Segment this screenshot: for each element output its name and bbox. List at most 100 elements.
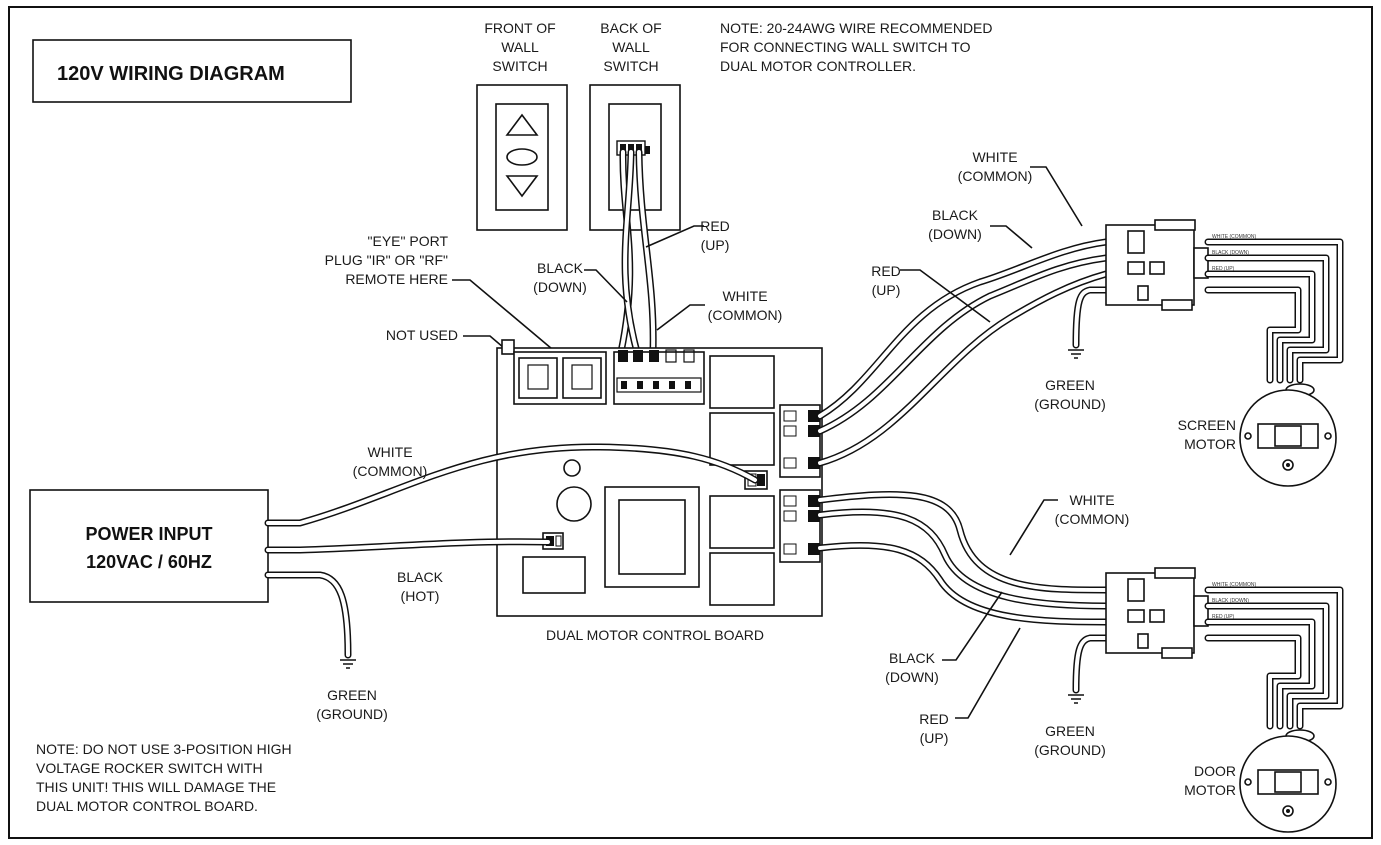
top-note: NOTE: 20-24AWG WIRE RECOMMENDED FOR CONN… xyxy=(720,20,993,74)
top-note-line2: FOR CONNECTING WALL SWITCH TO xyxy=(720,39,971,55)
door-connector-to-motor-wires xyxy=(1204,586,1344,730)
top-note-line3: DUAL MOTOR CONTROLLER. xyxy=(720,58,916,74)
svg-text:BLACK: BLACK xyxy=(397,569,444,585)
relay xyxy=(709,495,775,549)
switch-black-label: BLACK (DOWN) xyxy=(533,260,628,303)
svg-text:BLACK (DOWN): BLACK (DOWN) xyxy=(1212,250,1249,256)
front-wall-switch-label: FRONT OF WALL SWITCH xyxy=(484,20,555,74)
screen-green-label: GREEN (GROUND) xyxy=(1034,377,1106,412)
switch-white-label: WHITE (COMMON) xyxy=(656,288,783,331)
door-white-label: WHITE (COMMON) xyxy=(1009,492,1130,556)
screen-connector: WHITE (COMMON) BLACK (DOWN) RED (UP) GRE… xyxy=(1105,219,1257,311)
svg-text:RED (UP): RED (UP) xyxy=(1212,614,1235,620)
svg-text:RED: RED xyxy=(871,263,901,279)
down-arrow-icon xyxy=(505,175,539,198)
svg-text:(COMMON): (COMMON) xyxy=(353,463,428,479)
svg-text:BLACK: BLACK xyxy=(889,650,936,666)
svg-text:VOLTAGE ROCKER SWITCH WITH: VOLTAGE ROCKER SWITCH WITH xyxy=(36,760,263,776)
front-label-line2: WALL xyxy=(501,39,539,55)
svg-text:REMOTE HERE: REMOTE HERE xyxy=(345,271,448,287)
svg-text:WHITE (COMMON): WHITE (COMMON) xyxy=(1212,582,1256,588)
relay xyxy=(709,355,775,409)
stop-button-icon xyxy=(506,148,538,166)
svg-text:RED: RED xyxy=(919,711,949,727)
board-label: DUAL MOTOR CONTROL BOARD xyxy=(546,627,764,643)
svg-text:GREEN: GREEN xyxy=(1045,723,1095,739)
up-arrow-icon xyxy=(505,113,539,136)
wall-switch-front xyxy=(476,84,568,231)
screen-black-label: BLACK (DOWN) xyxy=(928,207,1033,249)
door-motor-wires xyxy=(816,490,1110,704)
svg-text:RED (UP): RED (UP) xyxy=(1212,266,1235,272)
screen-white-label: WHITE (COMMON) xyxy=(958,149,1083,227)
svg-text:NOTE: DO NOT USE 3-POSITION HI: NOTE: DO NOT USE 3-POSITION HIGH xyxy=(36,741,292,757)
led xyxy=(563,459,581,477)
svg-text:WHITE: WHITE xyxy=(972,149,1017,165)
power-white-label: WHITE (COMMON) xyxy=(353,444,428,479)
svg-text:WHITE: WHITE xyxy=(722,288,767,304)
svg-text:"EYE" PORT: "EYE" PORT xyxy=(368,233,449,249)
power-black-label: BLACK (HOT) xyxy=(397,569,444,604)
power-wires xyxy=(264,443,759,669)
outer-frame xyxy=(8,6,1373,839)
svg-text:(GROUND): (GROUND) xyxy=(1034,396,1106,412)
diagram-title: 120V WIRING DIAGRAM xyxy=(57,63,285,85)
power-input-box: POWER INPUT 120VAC / 60HZ xyxy=(29,489,269,603)
svg-text:(COMMON): (COMMON) xyxy=(708,307,783,323)
svg-text:MOTOR: MOTOR xyxy=(1184,436,1236,452)
svg-text:(DOWN): (DOWN) xyxy=(928,226,982,242)
fuse xyxy=(522,556,586,594)
svg-text:PLUG "IR" OR "RF": PLUG "IR" OR "RF" xyxy=(325,252,448,268)
svg-text:(GROUND): (GROUND) xyxy=(1034,742,1106,758)
svg-text:WHITE: WHITE xyxy=(367,444,412,460)
bottom-note: NOTE: DO NOT USE 3-POSITION HIGH VOLTAGE… xyxy=(36,741,292,814)
svg-text:(GROUND): (GROUND) xyxy=(316,706,388,722)
svg-text:DOOR: DOOR xyxy=(1194,763,1236,779)
screen-connector-to-motor-wires xyxy=(1204,238,1344,384)
svg-text:RED: RED xyxy=(700,218,730,234)
svg-text:(DOWN): (DOWN) xyxy=(533,279,587,295)
power-line1: POWER INPUT xyxy=(85,524,212,544)
back-label-line1: BACK OF xyxy=(600,20,661,36)
svg-text:WHITE: WHITE xyxy=(1069,492,1114,508)
svg-text:SCREEN: SCREEN xyxy=(1178,417,1236,433)
wall-switch-back xyxy=(589,84,681,231)
relay xyxy=(709,412,775,466)
switch-red-label: RED (UP) xyxy=(645,218,730,253)
power-line2: 120VAC / 60HZ xyxy=(86,552,212,572)
svg-text:WHITE (COMMON): WHITE (COMMON) xyxy=(1212,234,1256,240)
ground-icon xyxy=(1068,349,1084,359)
title-box: 120V WIRING DIAGRAM xyxy=(32,39,352,103)
svg-text:DUAL MOTOR CONTROL BOARD.: DUAL MOTOR CONTROL BOARD. xyxy=(36,798,258,814)
front-label-line3: SWITCH xyxy=(492,58,547,74)
svg-text:(UP): (UP) xyxy=(920,730,949,746)
front-label-line1: FRONT OF xyxy=(484,20,555,36)
svg-text:GREEN: GREEN xyxy=(1045,377,1095,393)
svg-text:BLACK: BLACK xyxy=(537,260,584,276)
back-label-line3: SWITCH xyxy=(603,58,658,74)
back-wall-switch-label: BACK OF WALL SWITCH xyxy=(600,20,661,74)
svg-text:MOTOR: MOTOR xyxy=(1184,782,1236,798)
screen-red-label: RED (UP) xyxy=(871,263,991,323)
dual-motor-control-board: DUAL MOTOR CONTROL BOARD xyxy=(496,339,823,643)
svg-text:(COMMON): (COMMON) xyxy=(1055,511,1130,527)
svg-text:BLACK: BLACK xyxy=(932,207,979,223)
ground-icon xyxy=(1068,694,1084,704)
svg-text:(DOWN): (DOWN) xyxy=(885,669,939,685)
door-connector: WHITE (COMMON) BLACK (DOWN) RED (UP) GRE… xyxy=(1105,567,1257,659)
svg-text:(UP): (UP) xyxy=(701,237,730,253)
ground-icon xyxy=(340,659,356,669)
svg-text:BLACK (DOWN): BLACK (DOWN) xyxy=(1212,598,1249,604)
relay xyxy=(709,552,775,606)
screen-motor-wires xyxy=(816,238,1110,467)
back-label-line2: WALL xyxy=(612,39,650,55)
svg-text:(COMMON): (COMMON) xyxy=(958,168,1033,184)
top-note-line1: NOTE: 20-24AWG WIRE RECOMMENDED xyxy=(720,20,993,36)
door-motor: DOOR MOTOR xyxy=(1184,729,1337,833)
capacitor xyxy=(556,486,592,522)
svg-text:(UP): (UP) xyxy=(872,282,901,298)
door-green-label: GREEN (GROUND) xyxy=(1034,723,1106,758)
eye-port-label: "EYE" PORT PLUG "IR" OR "RF" REMOTE HERE xyxy=(325,233,578,371)
svg-text:GREEN: GREEN xyxy=(327,687,377,703)
